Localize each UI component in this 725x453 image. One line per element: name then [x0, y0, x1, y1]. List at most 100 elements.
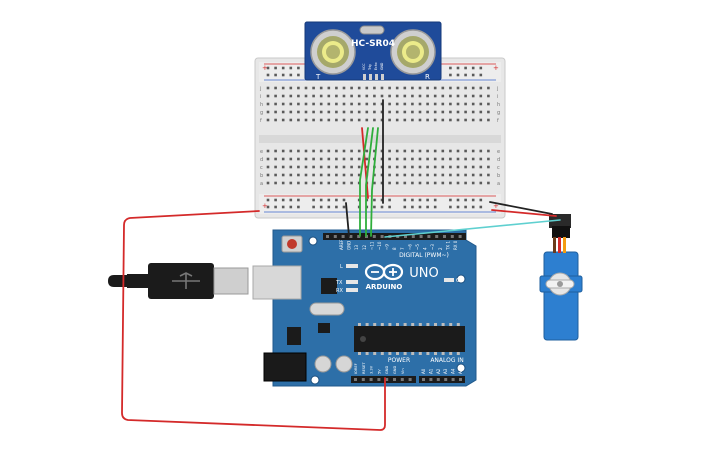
wire-rail-to-servo-ground: [489, 201, 553, 215]
mcu-pin: [456, 323, 460, 326]
mcu-pin: [403, 323, 407, 326]
rail-hole: [411, 198, 414, 202]
breadboard-hole: [289, 102, 293, 106]
reset-button[interactable]: [287, 239, 297, 249]
breadboard-hole: [304, 181, 308, 185]
usb-chip: [321, 278, 337, 294]
breadboard-hole: [487, 118, 490, 122]
breadboard-hole: [312, 102, 315, 106]
digital-pin-label: 8: [392, 247, 397, 250]
rail-hole: [342, 205, 346, 209]
mcu-pin: [373, 323, 377, 326]
wire-5v-to-rail: [121, 210, 386, 431]
power-pin-label: Vin: [401, 368, 405, 374]
row-letter: b: [260, 173, 263, 179]
rail-hole: [456, 73, 460, 77]
breadboard-hole: [350, 118, 353, 122]
breadboard-hole: [297, 110, 300, 114]
breadboard-hole: [289, 110, 293, 114]
arduino-logo-icon: [364, 263, 404, 281]
breadboard-hole: [464, 118, 467, 122]
analog-pin-hole: [451, 378, 455, 381]
breadboard-hole: [380, 86, 384, 90]
breadboard-hole: [464, 86, 467, 90]
breadboard-hole: [433, 102, 437, 106]
breadboard-hole: [281, 149, 285, 153]
power-pin-label: RESET: [362, 362, 366, 374]
breadboard-hole: [327, 94, 331, 98]
rail-hole: [373, 198, 376, 202]
breadboard-hole: [357, 86, 361, 90]
sensor-pin: [363, 74, 366, 80]
row-letter: g: [260, 110, 263, 116]
breadboard-hole: [373, 173, 376, 177]
led-rx-label: RX: [336, 288, 343, 294]
rail-hole: [456, 66, 460, 70]
breadboard-hole: [426, 110, 429, 114]
digital-pin-hole: [326, 235, 329, 238]
breadboard-hole: [319, 165, 323, 169]
digital-pin-hole: [450, 235, 454, 238]
rail-hole: [464, 205, 467, 209]
breadboard-hole: [312, 94, 315, 98]
breadboard-hole: [312, 110, 315, 114]
breadboard-hole: [395, 94, 399, 98]
brand-label: ARDUINO: [366, 283, 403, 291]
row-letter: e: [497, 149, 500, 155]
wire-sensor-trig: [359, 127, 369, 237]
breadboard-hole: [487, 173, 490, 177]
breadboard-hole: [350, 149, 353, 153]
breadboard-hole: [319, 181, 323, 185]
rail-hole: [319, 205, 323, 209]
row-letter: c: [260, 165, 263, 171]
breadboard-hole: [411, 94, 414, 98]
breadboard-hole: [297, 173, 300, 177]
digital-label: DIGITAL (PWM~): [399, 252, 449, 259]
rail-hole: [281, 66, 285, 70]
breadboard-hole: [380, 165, 384, 169]
power-label: POWER: [388, 357, 410, 364]
breadboard-hole: [487, 110, 490, 114]
rail-hole: [418, 205, 422, 209]
digital-pin-label: ~3: [430, 244, 435, 250]
rail-hole: [449, 198, 452, 202]
breadboard-hole: [289, 181, 293, 185]
breadboard-hole: [487, 157, 490, 161]
breadboard-hole: [365, 157, 369, 161]
mcu-pin: [449, 323, 453, 326]
led-l: [346, 264, 358, 268]
breadboard-hole: [403, 102, 407, 106]
breadboard-hole: [449, 165, 452, 169]
breadboard-hole: [388, 149, 391, 153]
capacitor: [314, 355, 332, 373]
rail-hole: [433, 198, 437, 202]
breadboard-hole: [388, 102, 391, 106]
sensor-pin: [375, 74, 378, 80]
rail-hole: [380, 205, 384, 209]
breadboard-hole: [418, 165, 422, 169]
breadboard-hole: [433, 181, 437, 185]
breadboard-hole: [395, 165, 399, 169]
breadboard-hole: [449, 86, 452, 90]
breadboard-hole: [403, 94, 407, 98]
wire-sensor-vcc: [361, 127, 369, 199]
breadboard-hole: [297, 102, 300, 106]
led-rx: [346, 288, 358, 292]
breadboard-hole: [456, 165, 460, 169]
rail-hole: [471, 73, 475, 77]
analog-pin-label: A1: [428, 368, 433, 374]
digital-pin-label: ~6: [407, 244, 412, 250]
model-label: UNO: [409, 266, 438, 281]
breadboard-hole: [335, 149, 338, 153]
rail-hole: [433, 205, 437, 209]
breadboard-hole: [266, 149, 270, 153]
breadboard-hole: [441, 157, 445, 161]
breadboard-hole: [312, 165, 315, 169]
breadboard-hole: [433, 118, 437, 122]
row-letter: d: [497, 157, 500, 163]
breadboard-hole: [342, 86, 346, 90]
breadboard-hole: [304, 149, 308, 153]
